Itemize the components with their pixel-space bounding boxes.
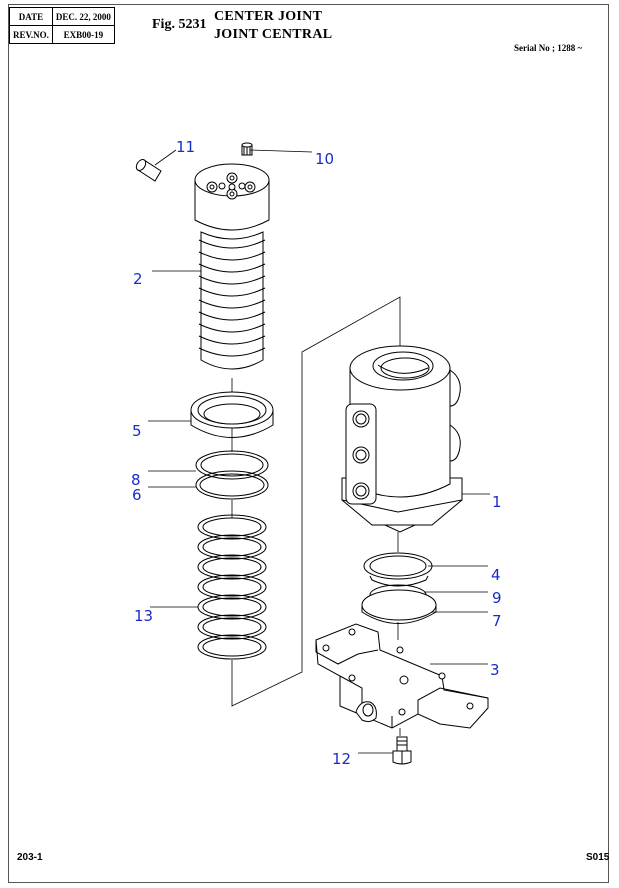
title-english: CENTER JOINT [214,9,323,24]
cover-plate-part [315,623,489,729]
callouts: 1 2 3 4 5 6 7 8 9 10 11 12 13 [131,138,502,768]
bolt-part [392,736,412,765]
figure-number: Fig. 5231 [152,17,207,32]
spindle-part [194,163,270,370]
callout-1: 1 [492,493,502,511]
serial-number: Serial No ; 1288 ~ [514,43,583,53]
callout-5: 5 [132,422,142,440]
callout-6: 6 [132,486,142,504]
callout-12: 12 [332,750,351,768]
rev-value: EXB00-19 [51,25,115,44]
revision-table: DATE DEC. 22, 2000 REV.NO. EXB00-19 [9,7,115,44]
o-ring-part [363,552,433,587]
pin-part [135,159,162,182]
page-number: 203-1 [17,852,43,863]
callout-10: 10 [315,150,334,168]
callout-2: 2 [133,270,143,288]
callout-4: 4 [491,566,501,584]
o-ring-upper-part [195,470,269,500]
leader-lines [148,149,490,754]
o-ring-stack-part [197,514,267,660]
callout-9: 9 [492,589,502,607]
title-french: JOINT CENTRAL [214,27,333,42]
callout-7: 7 [492,612,502,630]
center-joint-body-part [341,345,463,533]
o-ring-lower-part [361,589,437,624]
plug-part [241,142,253,156]
callout-13: 13 [134,607,153,625]
callout-11: 11 [176,138,195,156]
page-code: S015 [586,852,610,863]
page-frame [8,4,609,883]
assembly-phantom-lines [231,296,401,736]
callout-3: 3 [490,661,500,679]
callout-8: 8 [131,471,141,489]
